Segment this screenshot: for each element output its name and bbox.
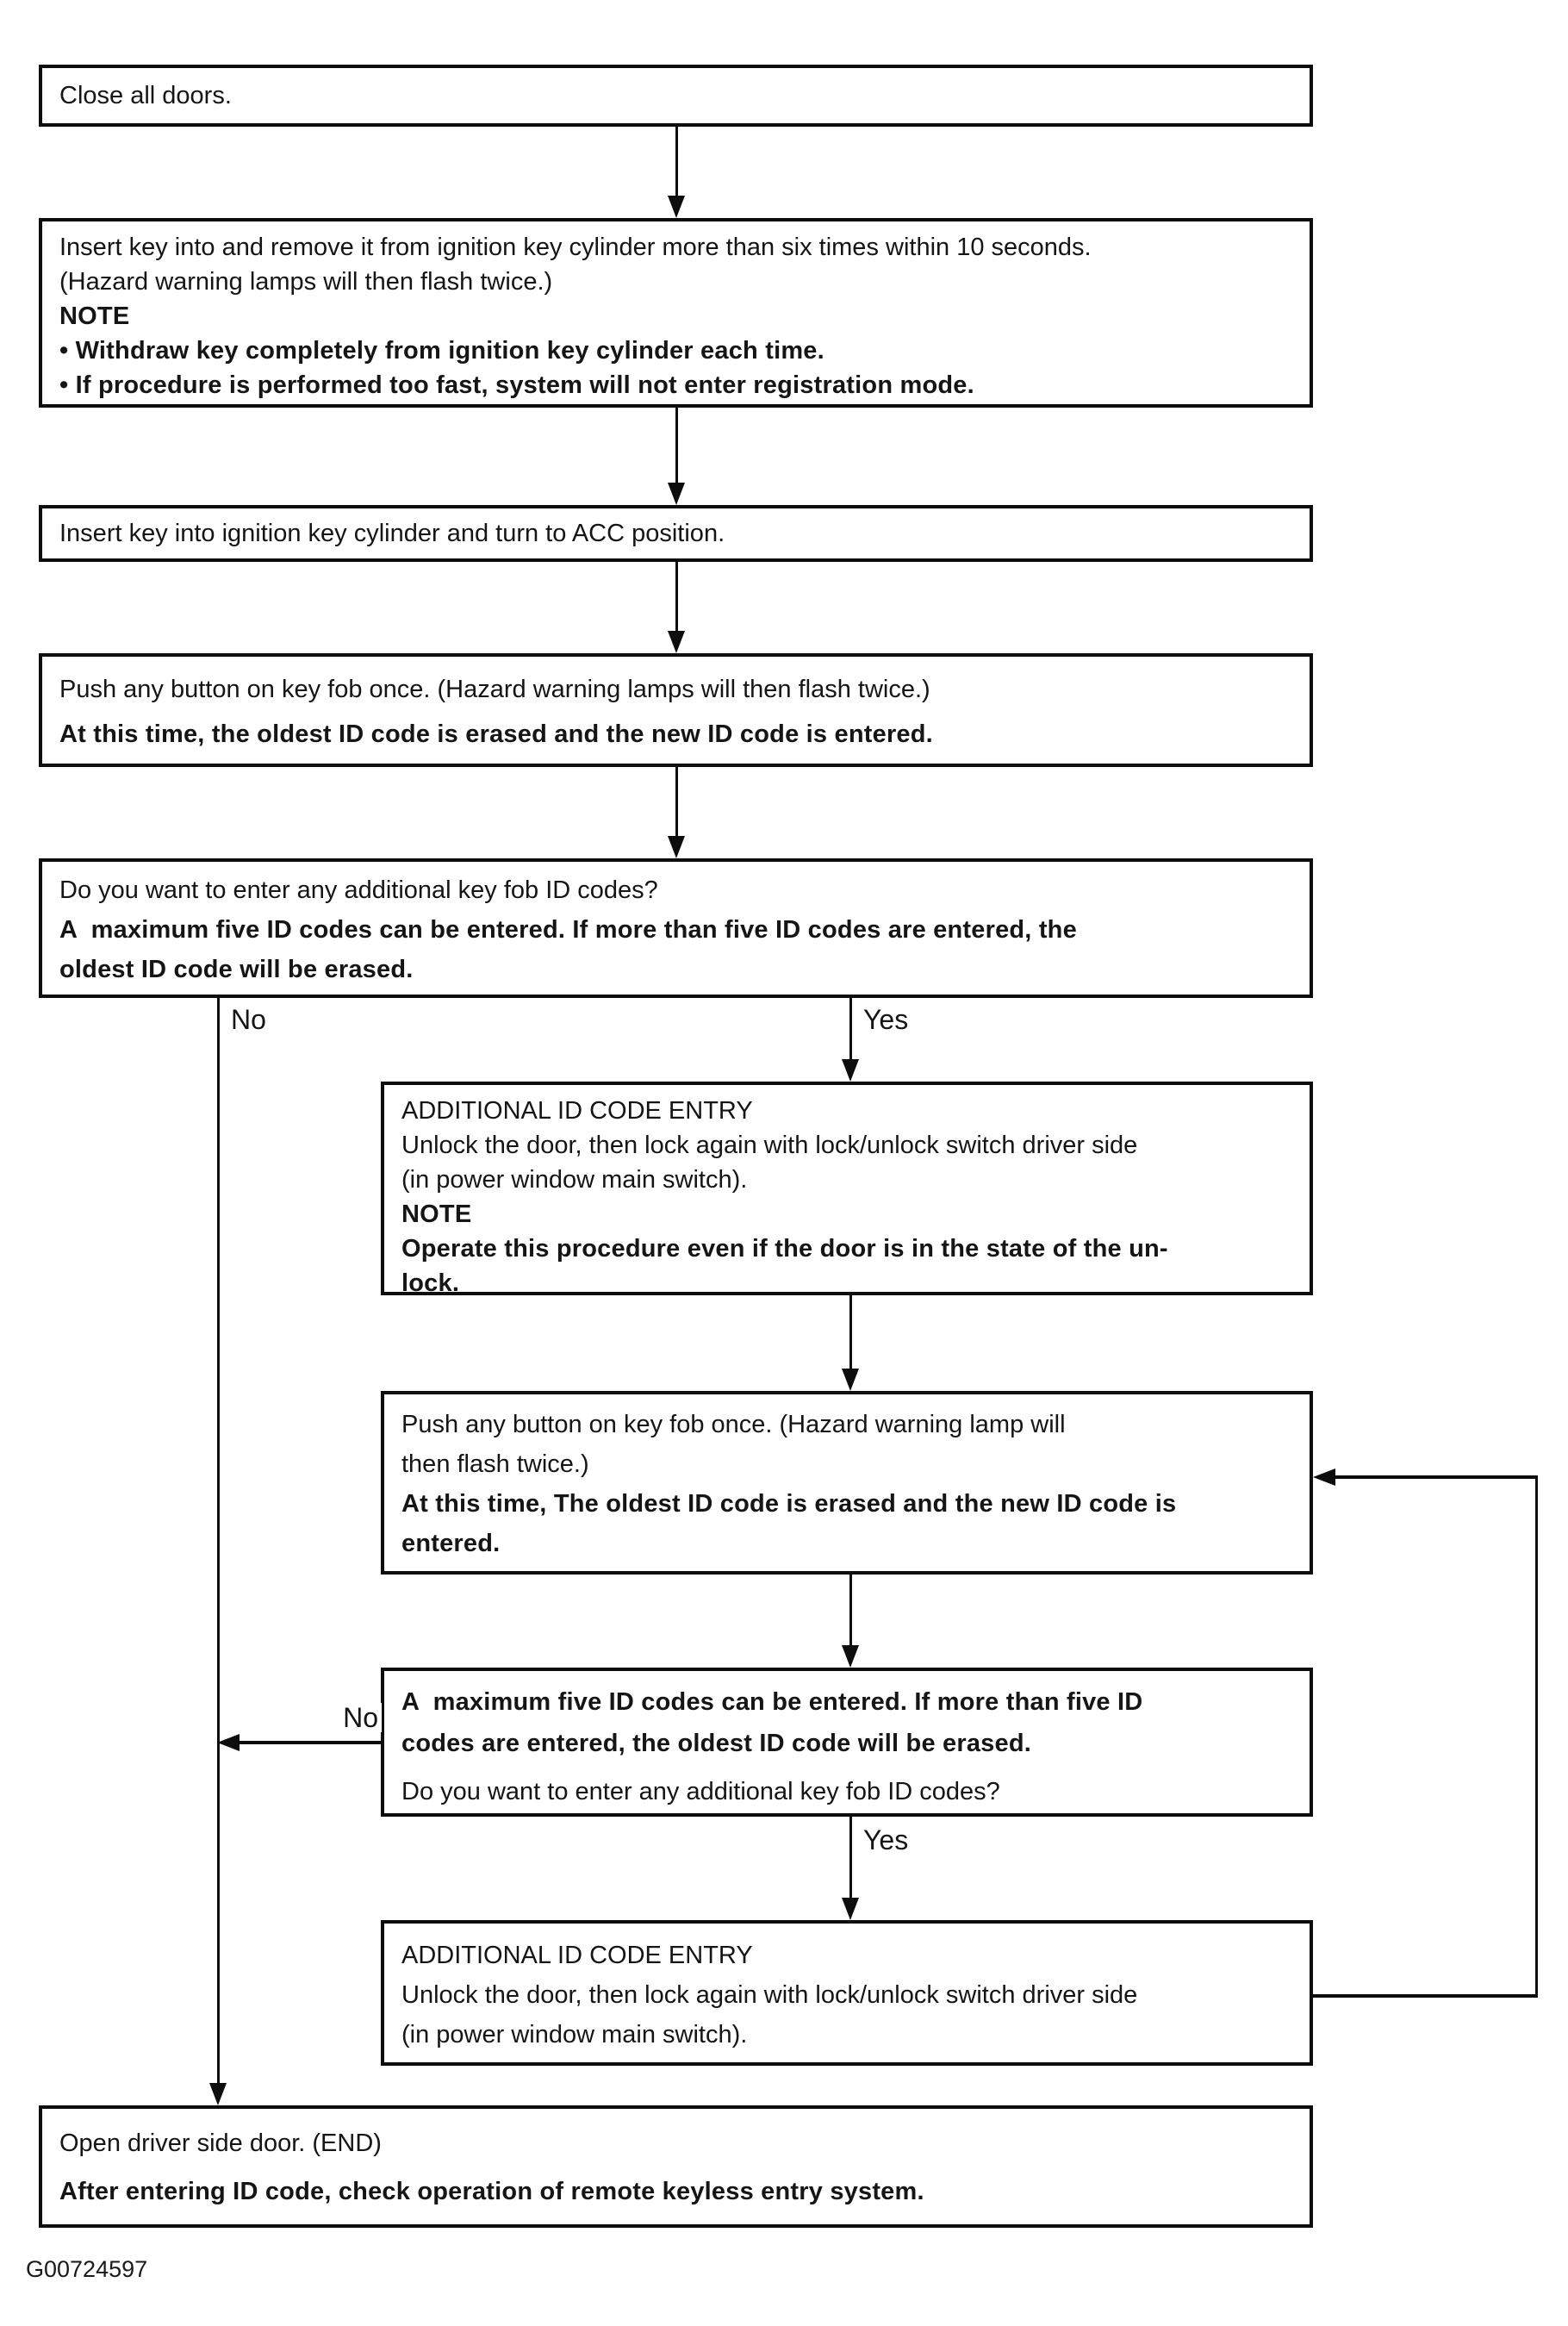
box-text-line: At this time, the oldest ID code is eras… bbox=[59, 720, 933, 748]
box-text-line: After entering ID code, check operation … bbox=[59, 2178, 924, 2205]
flow-line-6 bbox=[849, 1295, 852, 1369]
arrowhead-down-yes-1 bbox=[842, 1059, 859, 1082]
box-text-line: • If procedure is performed too fast, sy… bbox=[59, 371, 974, 399]
box-text-line: Open driver side door. (END) bbox=[59, 2130, 382, 2157]
flow-line-feedback-top bbox=[1334, 1475, 1538, 1479]
flow-line-feedback-bottom bbox=[1313, 1994, 1538, 1998]
box-text-line: NOTE bbox=[59, 302, 130, 330]
arrowhead-down-no-branch bbox=[209, 2083, 227, 2105]
flow-box-push-key-fob-button: Push any button on key fob once. (Hazard… bbox=[39, 653, 1313, 767]
arrowhead-left-feedback bbox=[1313, 1469, 1335, 1486]
figure-id-caption: G00724597 bbox=[26, 2256, 148, 2282]
flow-line-no-branch bbox=[217, 998, 220, 2083]
box-text-line: ADDITIONAL ID CODE ENTRY bbox=[401, 1942, 753, 1969]
flow-box-turn-to-acc: Insert key into ignition key cylinder an… bbox=[39, 505, 1313, 562]
arrowhead-down-6 bbox=[842, 1369, 859, 1391]
box-text-line: then flash twice.) bbox=[401, 1450, 589, 1478]
box-text-line: entered. bbox=[401, 1530, 501, 1557]
box-text-line: oldest ID code will be erased. bbox=[59, 956, 414, 983]
arrowhead-down-1 bbox=[668, 196, 685, 218]
box-text-line: lock. bbox=[401, 1269, 460, 1297]
flow-line-1 bbox=[675, 127, 678, 197]
arrowhead-left-no-2 bbox=[217, 1734, 240, 1751]
box-text-line: Push any button on key fob once. (Hazard… bbox=[401, 1411, 1066, 1438]
box-text-line: Push any button on key fob once. (Hazard… bbox=[59, 676, 930, 703]
branch-label-yes-1: Yes bbox=[860, 1005, 912, 1034]
flow-box-max-five-codes-question: A maximum five ID codes can be entered. … bbox=[381, 1668, 1313, 1817]
flow-line-feedback-vertical bbox=[1535, 1475, 1538, 1998]
box-text-line: Unlock the door, then lock again with lo… bbox=[401, 1132, 1138, 1159]
flow-line-3 bbox=[675, 562, 678, 631]
flow-box-additional-id-code-entry-2: ADDITIONAL ID CODE ENTRY Unlock the door… bbox=[381, 1920, 1313, 2066]
arrowhead-down-2 bbox=[668, 483, 685, 505]
flow-line-no-2 bbox=[236, 1741, 381, 1744]
arrowhead-down-7 bbox=[842, 1645, 859, 1668]
flow-line-4 bbox=[675, 767, 678, 836]
box-text-line: ADDITIONAL ID CODE ENTRY bbox=[401, 1097, 753, 1125]
box-text-line: codes are entered, the oldest ID code wi… bbox=[401, 1730, 1032, 1757]
box-text-line: (in power window main switch). bbox=[401, 2021, 748, 2049]
branch-label-yes-2: Yes bbox=[860, 1825, 912, 1855]
box-text-line: Do you want to enter any additional key … bbox=[59, 876, 658, 904]
box-text-line: Do you want to enter any additional key … bbox=[401, 1778, 1000, 1805]
box-text-line: Insert key into ignition key cylinder an… bbox=[59, 519, 725, 547]
arrowhead-down-yes-2 bbox=[842, 1898, 859, 1920]
box-text-line: A maximum five ID codes can be entered. … bbox=[59, 916, 1077, 944]
flow-box-additional-codes-question: Do you want to enter any additional key … bbox=[39, 858, 1313, 998]
box-text-line: Unlock the door, then lock again with lo… bbox=[401, 1981, 1138, 2009]
box-text-line: • Withdraw key completely from ignition … bbox=[59, 337, 824, 365]
branch-label-no-2: No bbox=[306, 1703, 382, 1732]
flow-box-open-door-end: Open driver side door. (END) After enter… bbox=[39, 2105, 1313, 2228]
box-text-line: A maximum five ID codes can be entered. … bbox=[401, 1688, 1143, 1716]
flow-line-7 bbox=[849, 1575, 852, 1645]
box-text-line: NOTE bbox=[401, 1200, 472, 1228]
box-text-line: (Hazard warning lamps will then flash tw… bbox=[59, 268, 553, 296]
box-text-line: Operate this procedure even if the door … bbox=[401, 1235, 1168, 1263]
arrowhead-down-4 bbox=[668, 836, 685, 858]
box-text-line: Insert key into and remove it from ignit… bbox=[59, 234, 1092, 261]
box-text-line: (in power window main switch). bbox=[401, 1166, 748, 1194]
box-text-line: At this time, The oldest ID code is eras… bbox=[401, 1490, 1177, 1518]
flow-line-yes-branch-1 bbox=[849, 998, 852, 1061]
flow-box-push-key-fob-button-2: Push any button on key fob once. (Hazard… bbox=[381, 1391, 1313, 1575]
flow-line-yes-branch-2 bbox=[849, 1817, 852, 1898]
branch-label-no-1: No bbox=[227, 1005, 270, 1034]
flow-box-enter-registration-mode: Insert key into and remove it from ignit… bbox=[39, 218, 1313, 408]
flow-box-additional-id-code-entry-1: ADDITIONAL ID CODE ENTRY Unlock the door… bbox=[381, 1082, 1313, 1297]
flow-box-close-all-doors: Close all doors. bbox=[39, 65, 1313, 127]
arrowhead-down-3 bbox=[668, 631, 685, 653]
box-text-line: Close all doors. bbox=[59, 81, 232, 109]
flow-line-2 bbox=[675, 408, 678, 483]
